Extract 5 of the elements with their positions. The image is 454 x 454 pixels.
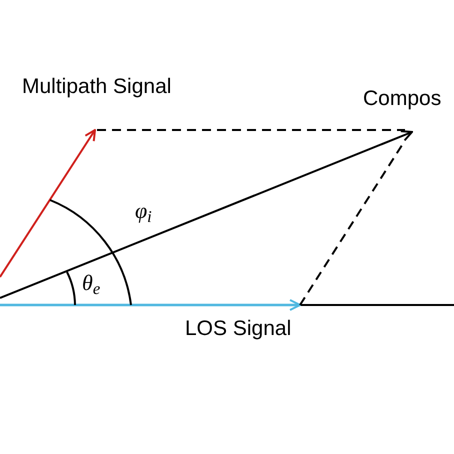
signal-label: Compos [363,88,442,109]
signal-label: Multipath Signal [22,76,172,97]
signal-label: LOS Signal [185,318,292,339]
angle-label: φ$_{i}$ [135,200,152,222]
angle-label: θ$_{e}$ [82,272,100,294]
